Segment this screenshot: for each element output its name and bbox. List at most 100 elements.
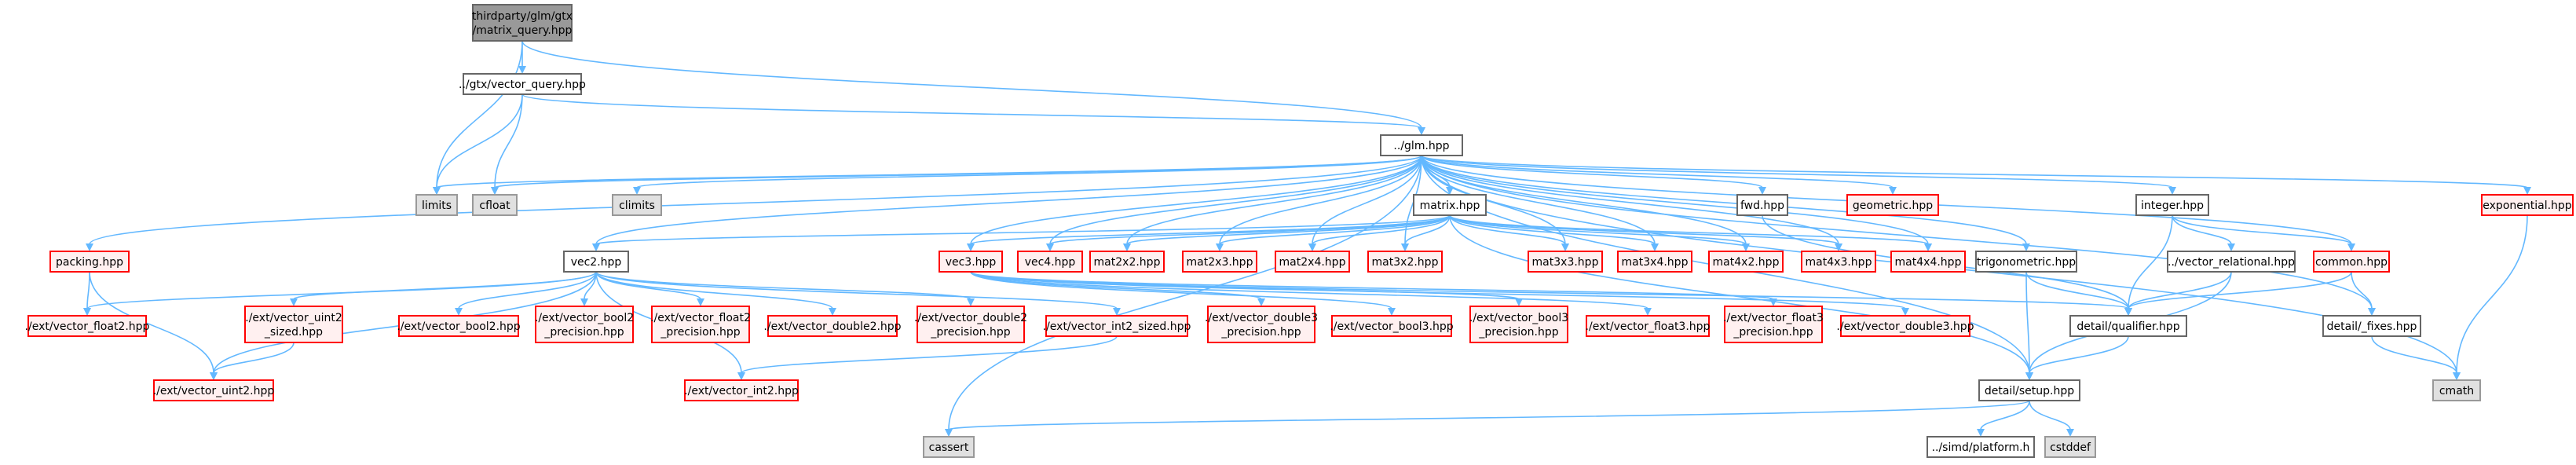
node-simd-platform[interactable]: ../simd/platform.h — [1927, 436, 2035, 458]
node-box — [1736, 194, 1788, 216]
node-cfloat[interactable]: cfloat — [472, 194, 518, 216]
node-label: ./ext/vector_bool2 — [535, 312, 634, 324]
node-fwd[interactable]: fwd.hpp — [1736, 194, 1788, 216]
node-ext-vector-double2[interactable]: ./ext/vector_double2.hpp — [763, 315, 902, 337]
node-box — [1724, 306, 1823, 343]
edge-matrix-to-vec2 — [592, 214, 1451, 251]
node-mat4x4[interactable]: mat4x4.hpp — [1890, 251, 1966, 273]
node-ext-vector-int2[interactable]: ./ext/vector_int2.hpp — [684, 379, 799, 401]
node-box — [651, 306, 750, 343]
node-cmath[interactable]: cmath — [2432, 379, 2481, 401]
node-ext-vector-uint2-sized[interactable]: ./ext/vector_uint2_sized.hpp — [244, 306, 343, 343]
node-label: _precision.hpp — [543, 326, 624, 339]
node-root[interactable]: thirdparty/glm/gtx/matrix_query.hpp — [472, 4, 573, 42]
node-box — [917, 306, 1025, 343]
node-box — [2167, 251, 2296, 273]
node-mat3x3[interactable]: mat3x3.hpp — [1528, 251, 1603, 273]
node-label: mat2x2.hpp — [1094, 256, 1161, 269]
node-label: mat4x4.hpp — [1895, 256, 1962, 269]
node-ext-vector-bool3-precision[interactable]: ./ext/vector_bool3_precision.hpp — [1469, 306, 1568, 343]
node-label: _precision.hpp — [1220, 326, 1301, 339]
node-mat4x2[interactable]: mat4x2.hpp — [1708, 251, 1784, 273]
node-geometric[interactable]: geometric.hpp — [1846, 194, 1939, 216]
edge-vector_query-to-limits — [433, 93, 523, 195]
node-detail-qualifier[interactable]: detail/qualifier.hpp — [2069, 315, 2187, 337]
node-label: cmath — [2439, 385, 2474, 397]
edge-matrix-to-mat4x2 — [1449, 214, 1750, 251]
node-ext-vector-bool2[interactable]: ./ext/vector_bool2.hpp — [397, 315, 521, 337]
node-ext-vector-double3[interactable]: ./ext/vector_double3.hpp — [1836, 315, 1974, 337]
node-ext-vector-double3-precision[interactable]: ./ext/vector_double3 _precision.hpp — [1205, 306, 1318, 343]
node-box — [1801, 251, 1876, 273]
node-trigonometric[interactable]: trigonometric.hpp — [1975, 251, 2077, 273]
edge-root-to-glm — [521, 40, 1425, 135]
node-ext-vector-float3-precision[interactable]: ./ext/vector_float3_precision.hpp — [1723, 306, 1824, 343]
node-box — [1017, 251, 1083, 273]
node-label: cstddef — [2050, 441, 2091, 454]
node-label: vec2.hpp — [571, 256, 622, 269]
edge-glm-to-cfloat — [491, 155, 1422, 195]
node-ext-vector-int2-sized[interactable]: ./ext/vector_int2_sized.hpp — [1043, 315, 1191, 337]
node-cassert[interactable]: cassert — [923, 436, 975, 458]
node-limits[interactable]: limits — [415, 194, 458, 216]
node-label: vec4.hpp — [1025, 256, 1076, 269]
node-vec2[interactable]: vec2.hpp — [563, 251, 629, 273]
edge-detail_setup-to-cassert — [945, 400, 2030, 437]
node-box — [1331, 315, 1452, 337]
node-box — [2313, 251, 2390, 273]
node-box — [767, 315, 898, 337]
node-label: /matrix_query.hpp — [473, 24, 573, 37]
node-ext-vector-double2-precision[interactable]: ./ext/vector_double2_precision.hpp — [914, 306, 1027, 343]
node-vec3[interactable]: vec3.hpp — [939, 251, 1003, 273]
node-box — [1367, 251, 1443, 273]
node-label: matrix.hpp — [1420, 200, 1480, 212]
node-label: ../simd/platform.h — [1932, 441, 2030, 454]
node-mat2x3[interactable]: mat2x3.hpp — [1182, 251, 1257, 273]
node-box — [1927, 436, 2035, 458]
node-label: fwd.hpp — [1740, 200, 1784, 212]
node-box — [563, 251, 629, 273]
node-cstddef[interactable]: cstddef — [2044, 436, 2096, 458]
node-mat4x3[interactable]: mat4x3.hpp — [1801, 251, 1876, 273]
node-ext-vector-bool2-precision[interactable]: ./ext/vector_bool2 _precision.hpp — [535, 306, 634, 343]
node-vector-relational[interactable]: ../vector_relational.hpp — [2167, 251, 2296, 273]
edge-glm-to-cassert — [945, 155, 1422, 437]
node-box — [472, 4, 573, 42]
node-box — [1089, 251, 1165, 273]
node-ext-vector-bool3[interactable]: ./ext/vector_bool3.hpp — [1330, 315, 1454, 337]
edge-integer-to-detail_qualifier — [2124, 214, 2173, 316]
node-label: detail/qualifier.hpp — [2077, 320, 2179, 333]
node-label: _sized.hpp — [264, 326, 323, 339]
node-label: ./ext/vector_float2 — [650, 312, 751, 324]
node-mat3x2[interactable]: mat3x2.hpp — [1367, 251, 1443, 273]
edge-common-to-detail_type — [2351, 271, 2376, 316]
node-ext-vector-float3[interactable]: ./ext/vector_float3.hpp — [1586, 315, 1711, 337]
node-detail-type[interactable]: detail/_fixes.hpp — [2322, 315, 2421, 337]
node-ext-vector-uint2[interactable]: ./ext/vector_uint2.hpp — [153, 379, 275, 401]
node-label: ../vector_relational.hpp — [2168, 256, 2295, 269]
node-matrix[interactable]: matrix.hpp — [1413, 194, 1487, 216]
node-vector-query[interactable]: ../gtx/vector_query.hpp — [459, 73, 586, 95]
edge-glm-to-integer — [1421, 155, 2176, 195]
node-mat2x2[interactable]: mat2x2.hpp — [1089, 251, 1165, 273]
node-label: mat3x4.hpp — [1622, 256, 1689, 269]
edge-ext_vector_uint2_sized-to-ext_vector_uint2 — [210, 342, 295, 380]
node-climits[interactable]: climits — [612, 194, 662, 216]
node-ext-vector-float2-precision[interactable]: ./ext/vector_float2 _precision.hpp — [650, 306, 751, 343]
node-detail-setup[interactable]: detail/setup.hpp — [1978, 379, 2080, 401]
node-mat2x4[interactable]: mat2x4.hpp — [1275, 251, 1350, 273]
node-vec4[interactable]: vec4.hpp — [1017, 251, 1083, 273]
node-exponential[interactable]: exponential.hpp — [2481, 194, 2574, 216]
node-common[interactable]: common.hpp — [2313, 251, 2390, 273]
node-mat3x4[interactable]: mat3x4.hpp — [1617, 251, 1692, 273]
node-label: ./ext/vector_double3 — [1205, 312, 1318, 324]
node-packing[interactable]: packing.hpp — [49, 251, 130, 273]
node-integer[interactable]: integer.hpp — [2135, 194, 2209, 216]
node-label: _precision.hpp — [660, 326, 740, 339]
edge-glm-to-fwd — [1421, 155, 1766, 195]
node-label: ./ext/vector_float2.hpp — [25, 320, 150, 333]
node-ext-vector-float2[interactable]: ./ext/vector_float2.hpp — [25, 315, 150, 337]
node-label: detail/_fixes.hpp — [2327, 320, 2417, 333]
edge-glm-to-geometric — [1421, 155, 1897, 195]
node-glm[interactable]: ../glm.hpp — [1380, 134, 1463, 156]
